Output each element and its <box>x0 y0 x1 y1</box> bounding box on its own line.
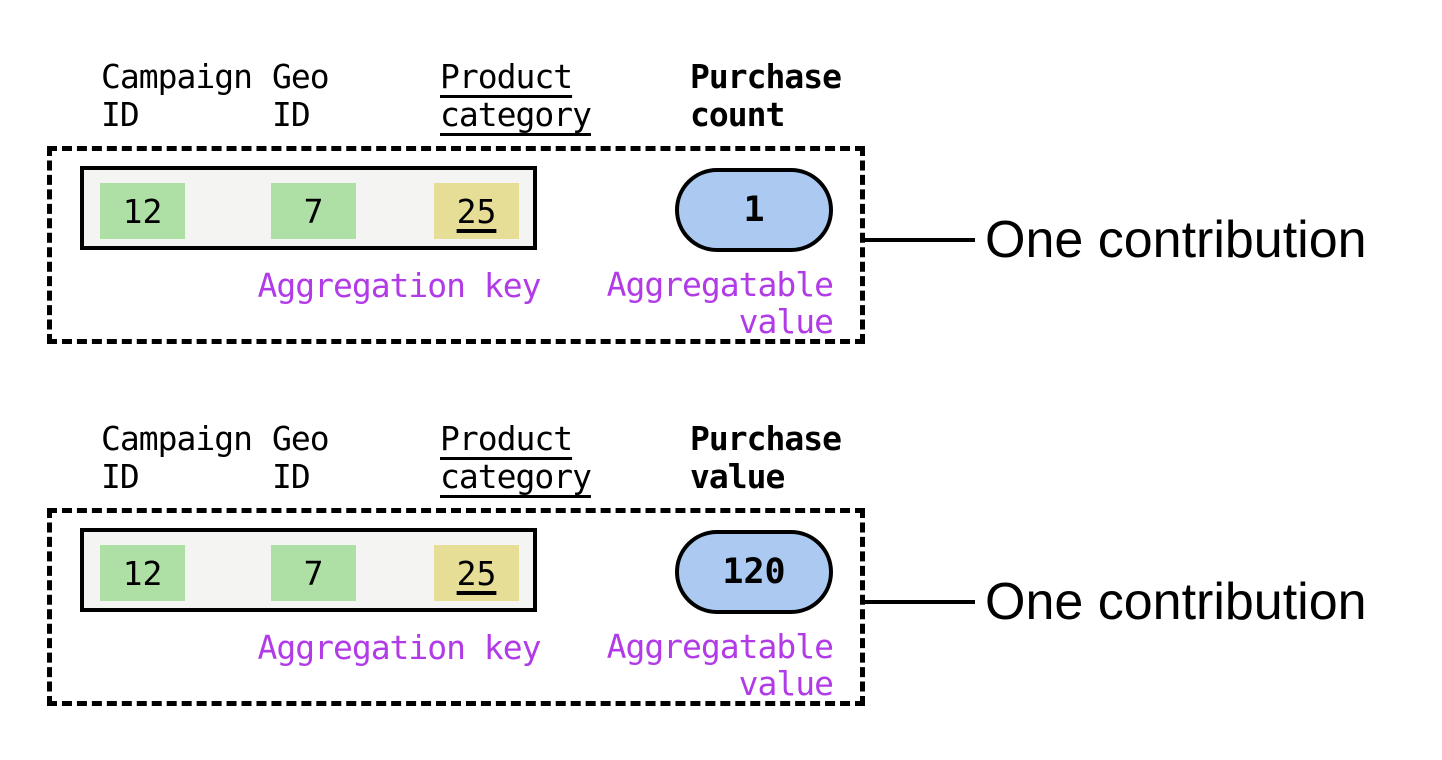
contribution-dotted-box <box>47 146 865 344</box>
contribution-diagram-purchase-value: Campaign ID Geo ID Product category Purc… <box>0 362 1442 722</box>
record-cell-geo-id: 7 <box>271 183 356 239</box>
geo-id-value: 7 <box>303 191 324 231</box>
column-header-product-category: Product category <box>440 57 592 134</box>
geo-id-value: 7 <box>303 553 324 593</box>
aggregatable-value-pill: 1 <box>675 168 833 252</box>
aggregation-key-label: Aggregation key <box>257 628 541 667</box>
connector-line <box>865 238 975 242</box>
campaign-id-value: 12 <box>122 191 163 231</box>
pill-value: 1 <box>743 190 765 230</box>
column-header-product-category: Product category <box>440 419 592 496</box>
column-header-campaign-id: Campaign ID <box>101 57 253 134</box>
column-header-purchase-count: Purchase count <box>690 57 842 134</box>
one-contribution-label: One contribution <box>985 573 1367 631</box>
aggregation-key-label: Aggregation key <box>257 266 541 305</box>
campaign-id-value: 12 <box>122 553 163 593</box>
record-cell-product-category: 25 <box>434 545 519 601</box>
aggregatable-value-pill: 120 <box>675 530 833 614</box>
column-header-geo-id: Geo ID <box>272 57 330 134</box>
record-cell-product-category: 25 <box>434 183 519 239</box>
column-header-geo-id: Geo ID <box>272 419 330 496</box>
connector-line <box>865 600 975 604</box>
record-cell-campaign-id: 12 <box>100 183 185 239</box>
product-category-value: 25 <box>456 191 497 231</box>
product-category-value: 25 <box>456 553 497 593</box>
aggregatable-value-label: Aggregatable value <box>606 265 834 341</box>
contribution-diagram-purchase-count: Campaign ID Geo ID Product category Purc… <box>0 0 1442 360</box>
contribution-dotted-box <box>47 508 865 706</box>
record-cell-campaign-id: 12 <box>100 545 185 601</box>
column-header-campaign-id: Campaign ID <box>101 419 253 496</box>
one-contribution-label: One contribution <box>985 211 1367 269</box>
aggregatable-value-label: Aggregatable value <box>606 627 834 703</box>
pill-value: 120 <box>722 552 786 592</box>
column-header-purchase-value: Purchase value <box>690 419 842 496</box>
record-cell-geo-id: 7 <box>271 545 356 601</box>
